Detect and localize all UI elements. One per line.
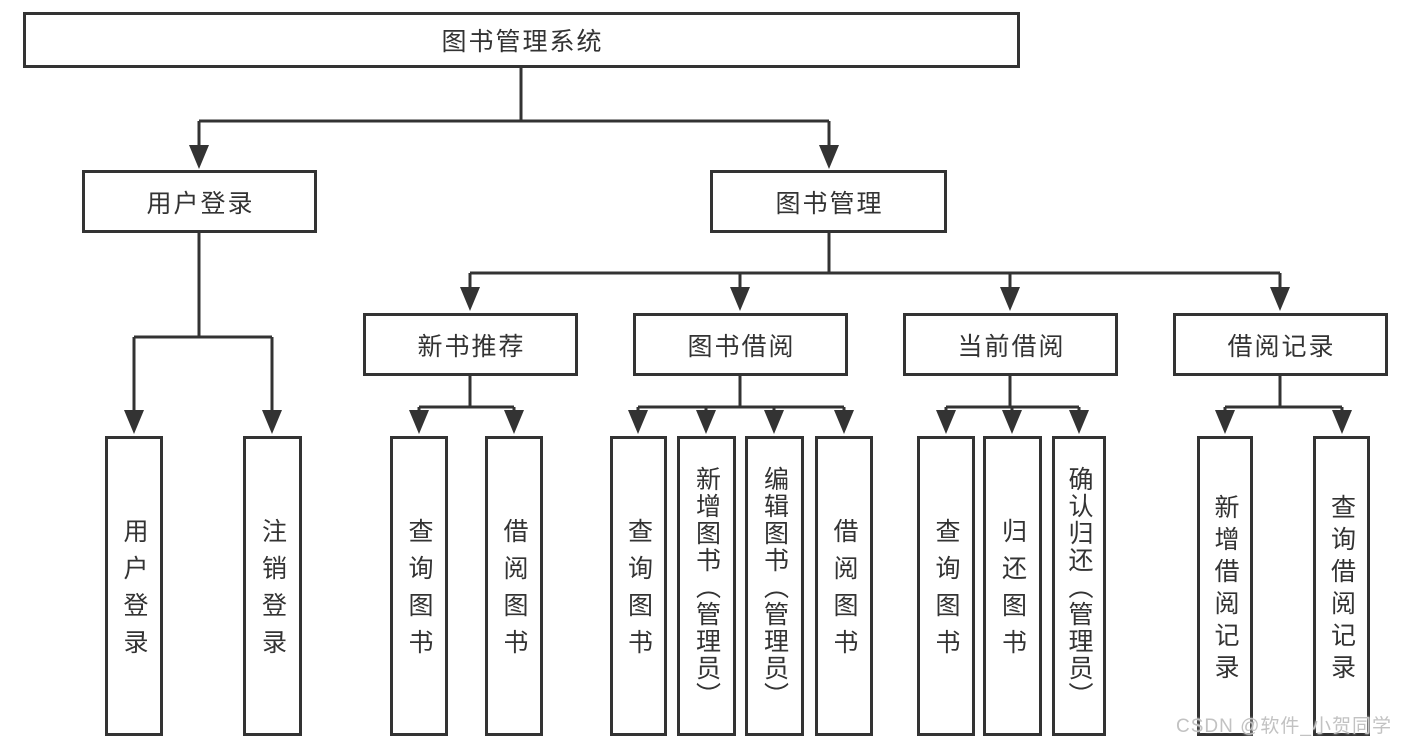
node-label: 新增图书（管理员） <box>692 465 721 709</box>
node-label: 新增借阅记录 <box>1211 493 1239 686</box>
node-user-login: 用户登录 <box>82 170 317 233</box>
node-label: 查询图书 <box>405 518 433 666</box>
node-recommend-query-books: 查询图书 <box>390 436 448 736</box>
node-records-query-record: 查询借阅记录 <box>1313 436 1370 736</box>
node-book-borrow: 图书借阅 <box>633 313 848 376</box>
node-current-query-books: 查询图书 <box>917 436 975 736</box>
node-current-confirm-return-admin: 确认归还（管理员） <box>1052 436 1106 736</box>
node-label: 用户登录 <box>146 189 255 218</box>
node-library-management-system: 图书管理系统 <box>23 12 1020 68</box>
node-book-management: 图书管理 <box>710 170 947 233</box>
csdn-watermark: CSDN @软件_小贺同学 <box>1176 716 1392 737</box>
node-recommend-borrow-books: 借阅图书 <box>485 436 543 736</box>
node-label: 图书管理 <box>775 189 884 218</box>
node-borrow-borrow-books: 借阅图书 <box>815 436 873 736</box>
node-leaf-user-login: 用户登录 <box>105 436 163 736</box>
node-current-return-books: 归还图书 <box>983 436 1042 736</box>
node-label: 注销登录 <box>258 518 287 666</box>
node-label: 新书推荐 <box>417 332 526 361</box>
node-label: 借阅记录 <box>1227 332 1336 361</box>
node-label: 图书管理系统 <box>441 28 604 56</box>
node-leaf-logout: 注销登录 <box>243 436 302 736</box>
node-label: 借阅图书 <box>500 518 528 666</box>
node-label: 确认归还（管理员） <box>1065 465 1093 709</box>
node-label: 查询图书 <box>624 518 653 666</box>
node-label: 借阅图书 <box>830 518 858 666</box>
node-borrow-query-books: 查询图书 <box>610 436 667 736</box>
node-current-borrow: 当前借阅 <box>903 313 1118 376</box>
node-label: 查询图书 <box>932 518 960 666</box>
node-label: 编辑图书（管理员） <box>760 465 789 709</box>
node-new-book-recommend: 新书推荐 <box>363 313 578 376</box>
node-label: 归还图书 <box>998 518 1027 666</box>
node-label: 当前借阅 <box>957 332 1066 361</box>
node-label: 图书借阅 <box>687 332 796 361</box>
node-label: 用户登录 <box>120 518 148 666</box>
node-borrow-edit-books-admin: 编辑图书（管理员） <box>745 436 804 736</box>
node-borrow-records: 借阅记录 <box>1173 313 1388 376</box>
node-borrow-add-books-admin: 新增图书（管理员） <box>677 436 736 736</box>
node-records-add-record: 新增借阅记录 <box>1197 436 1253 736</box>
node-label: 查询借阅记录 <box>1327 493 1356 686</box>
